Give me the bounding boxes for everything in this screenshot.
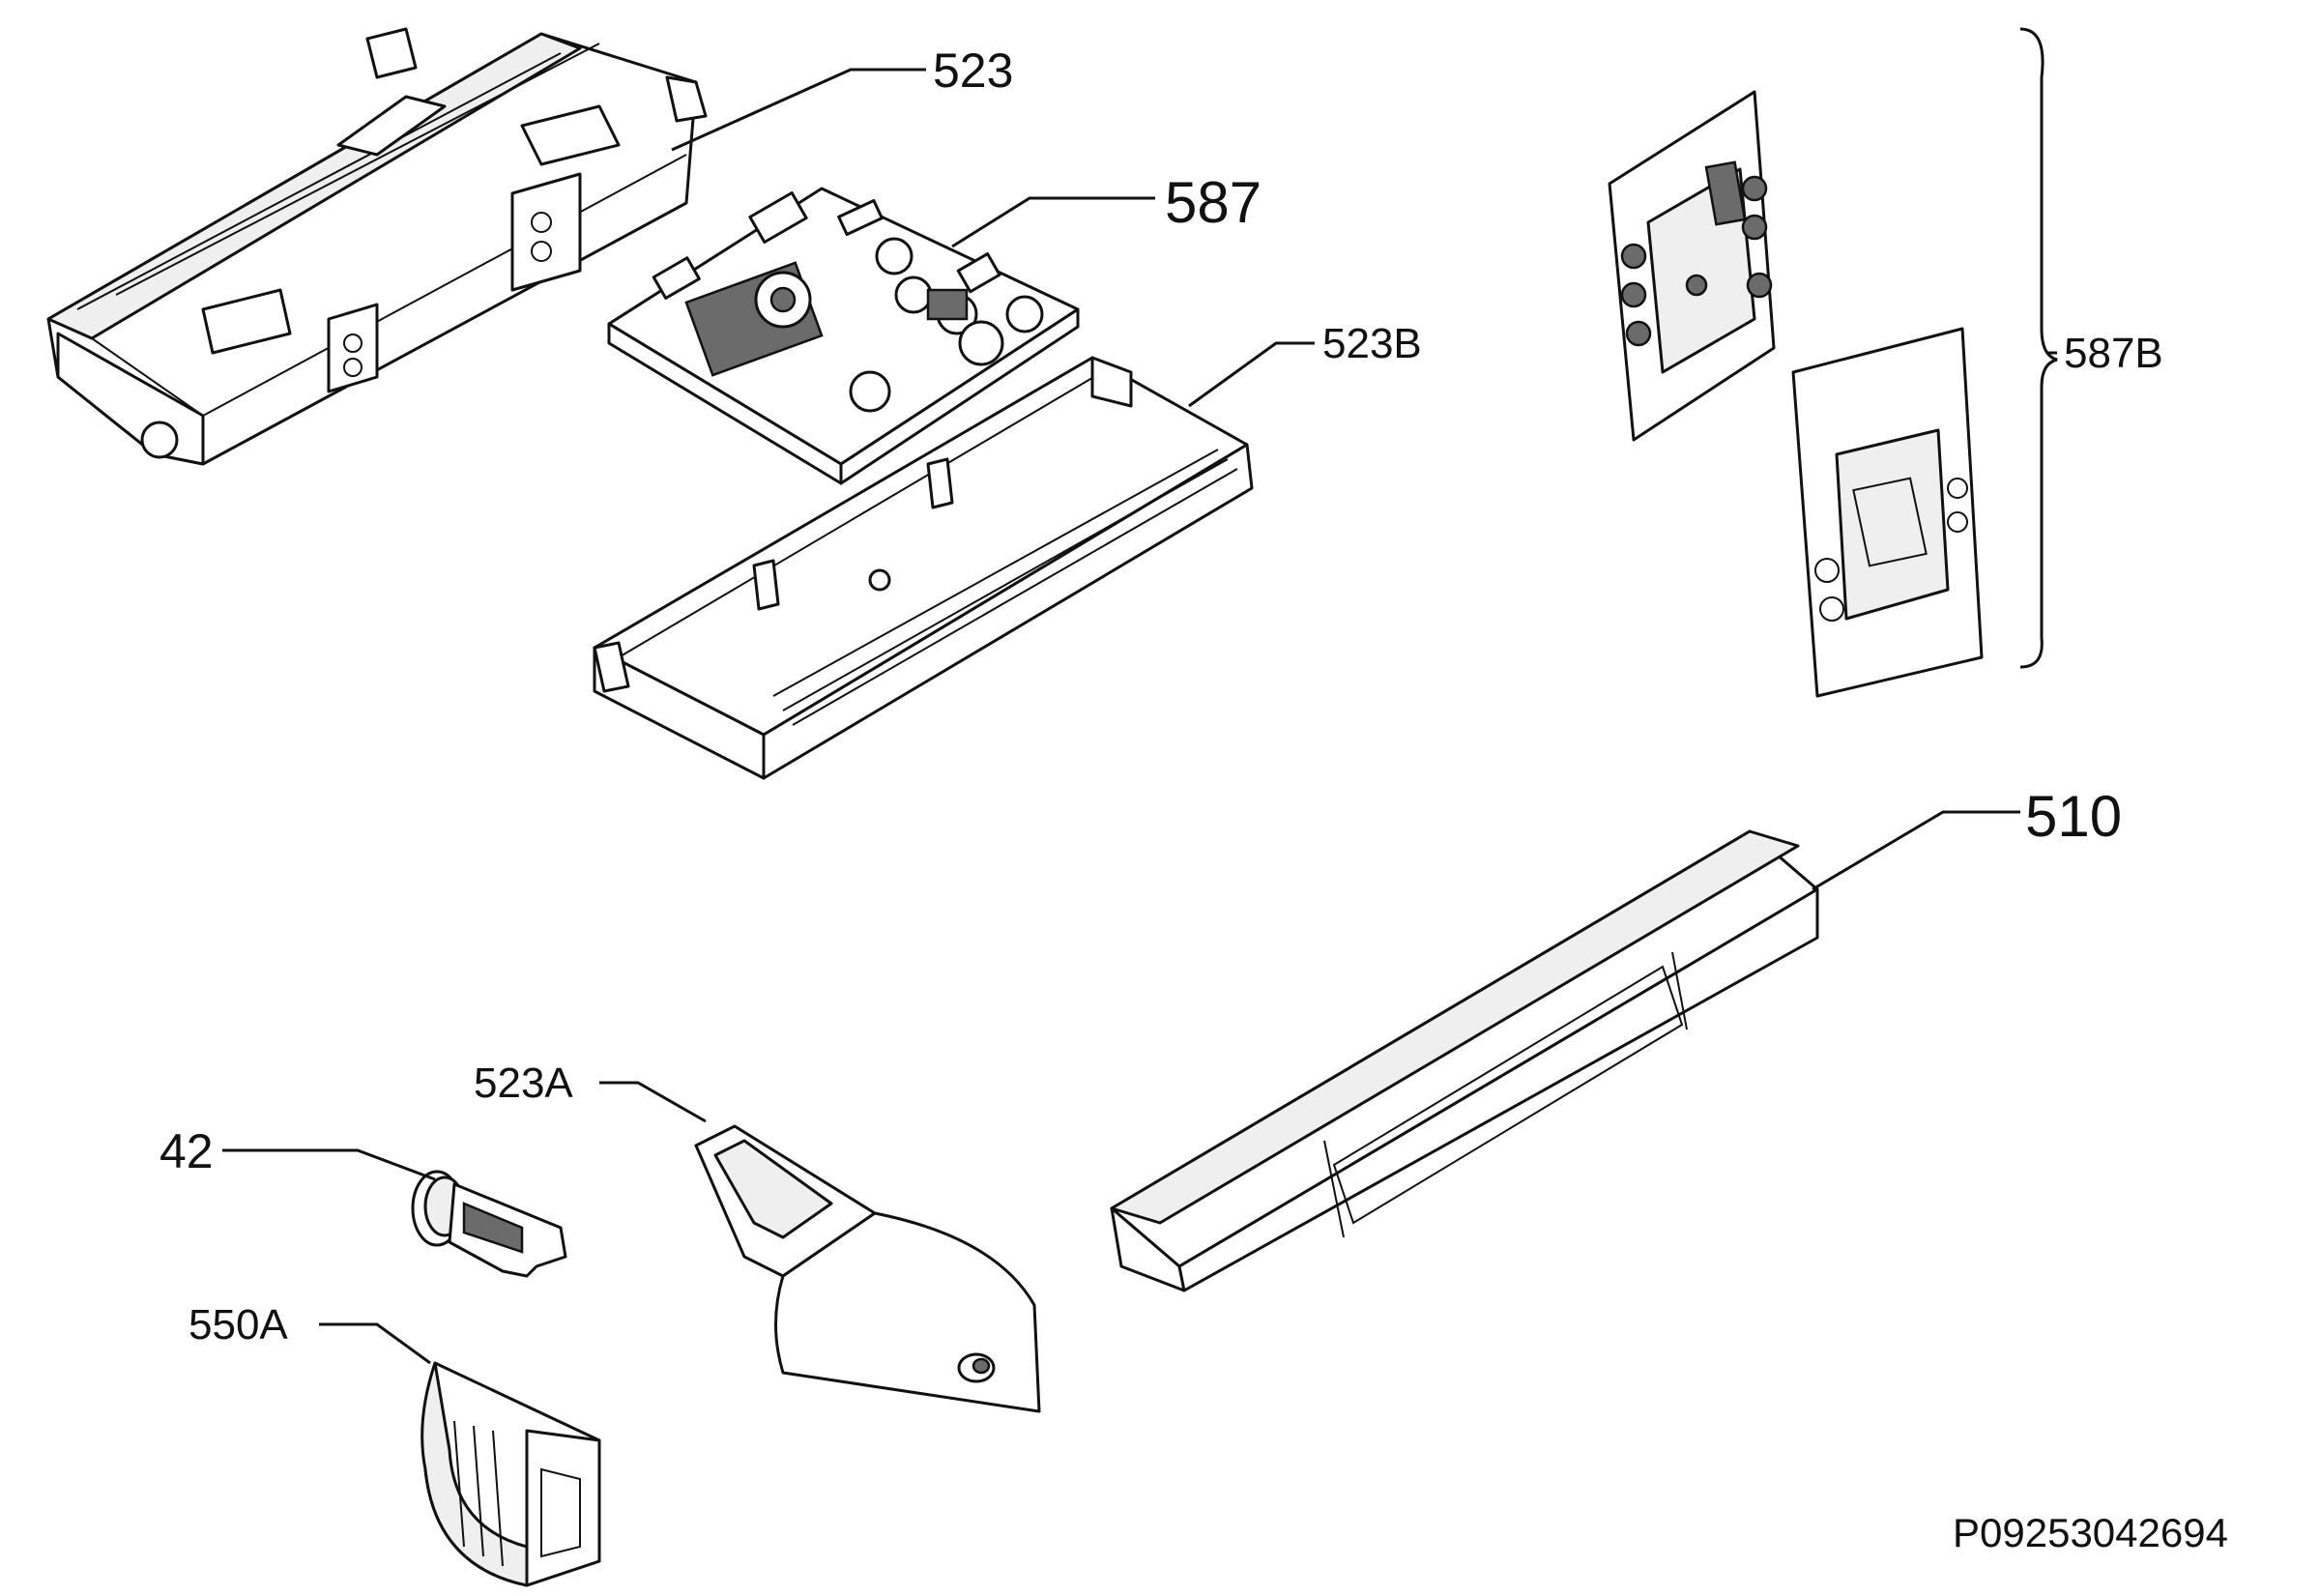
part-523a-end-cap [694,1124,1041,1413]
leader-510 [1812,810,2020,891]
leader-550a [319,1322,431,1365]
leader-523 [671,68,926,152]
label-523: 523 [933,44,1013,98]
leader-587 [951,196,1155,248]
leader-523a [599,1081,707,1123]
label-510: 510 [2025,784,2122,849]
part-587b-display-set [1608,27,2058,698]
part-510-panel [1110,829,1819,1292]
part-587-pcb [607,187,1080,485]
part-523-housing [46,27,708,466]
part-550a-corner-cap [420,1361,601,1587]
label-587: 587 [1165,170,1262,235]
label-42: 42 [160,1124,214,1178]
label-587b: 587B [2064,330,2163,377]
leader-42 [222,1148,436,1181]
leader-lines [222,68,2057,1365]
label-550a: 550A [188,1301,288,1349]
drawing-code: P09253042694 [1953,1510,2228,1555]
part-42-clip [411,1170,567,1278]
part-523b-tray [593,356,1254,780]
label-523a: 523A [474,1059,573,1107]
label-523b: 523B [1322,320,1422,367]
leader-523b [1188,341,1315,408]
